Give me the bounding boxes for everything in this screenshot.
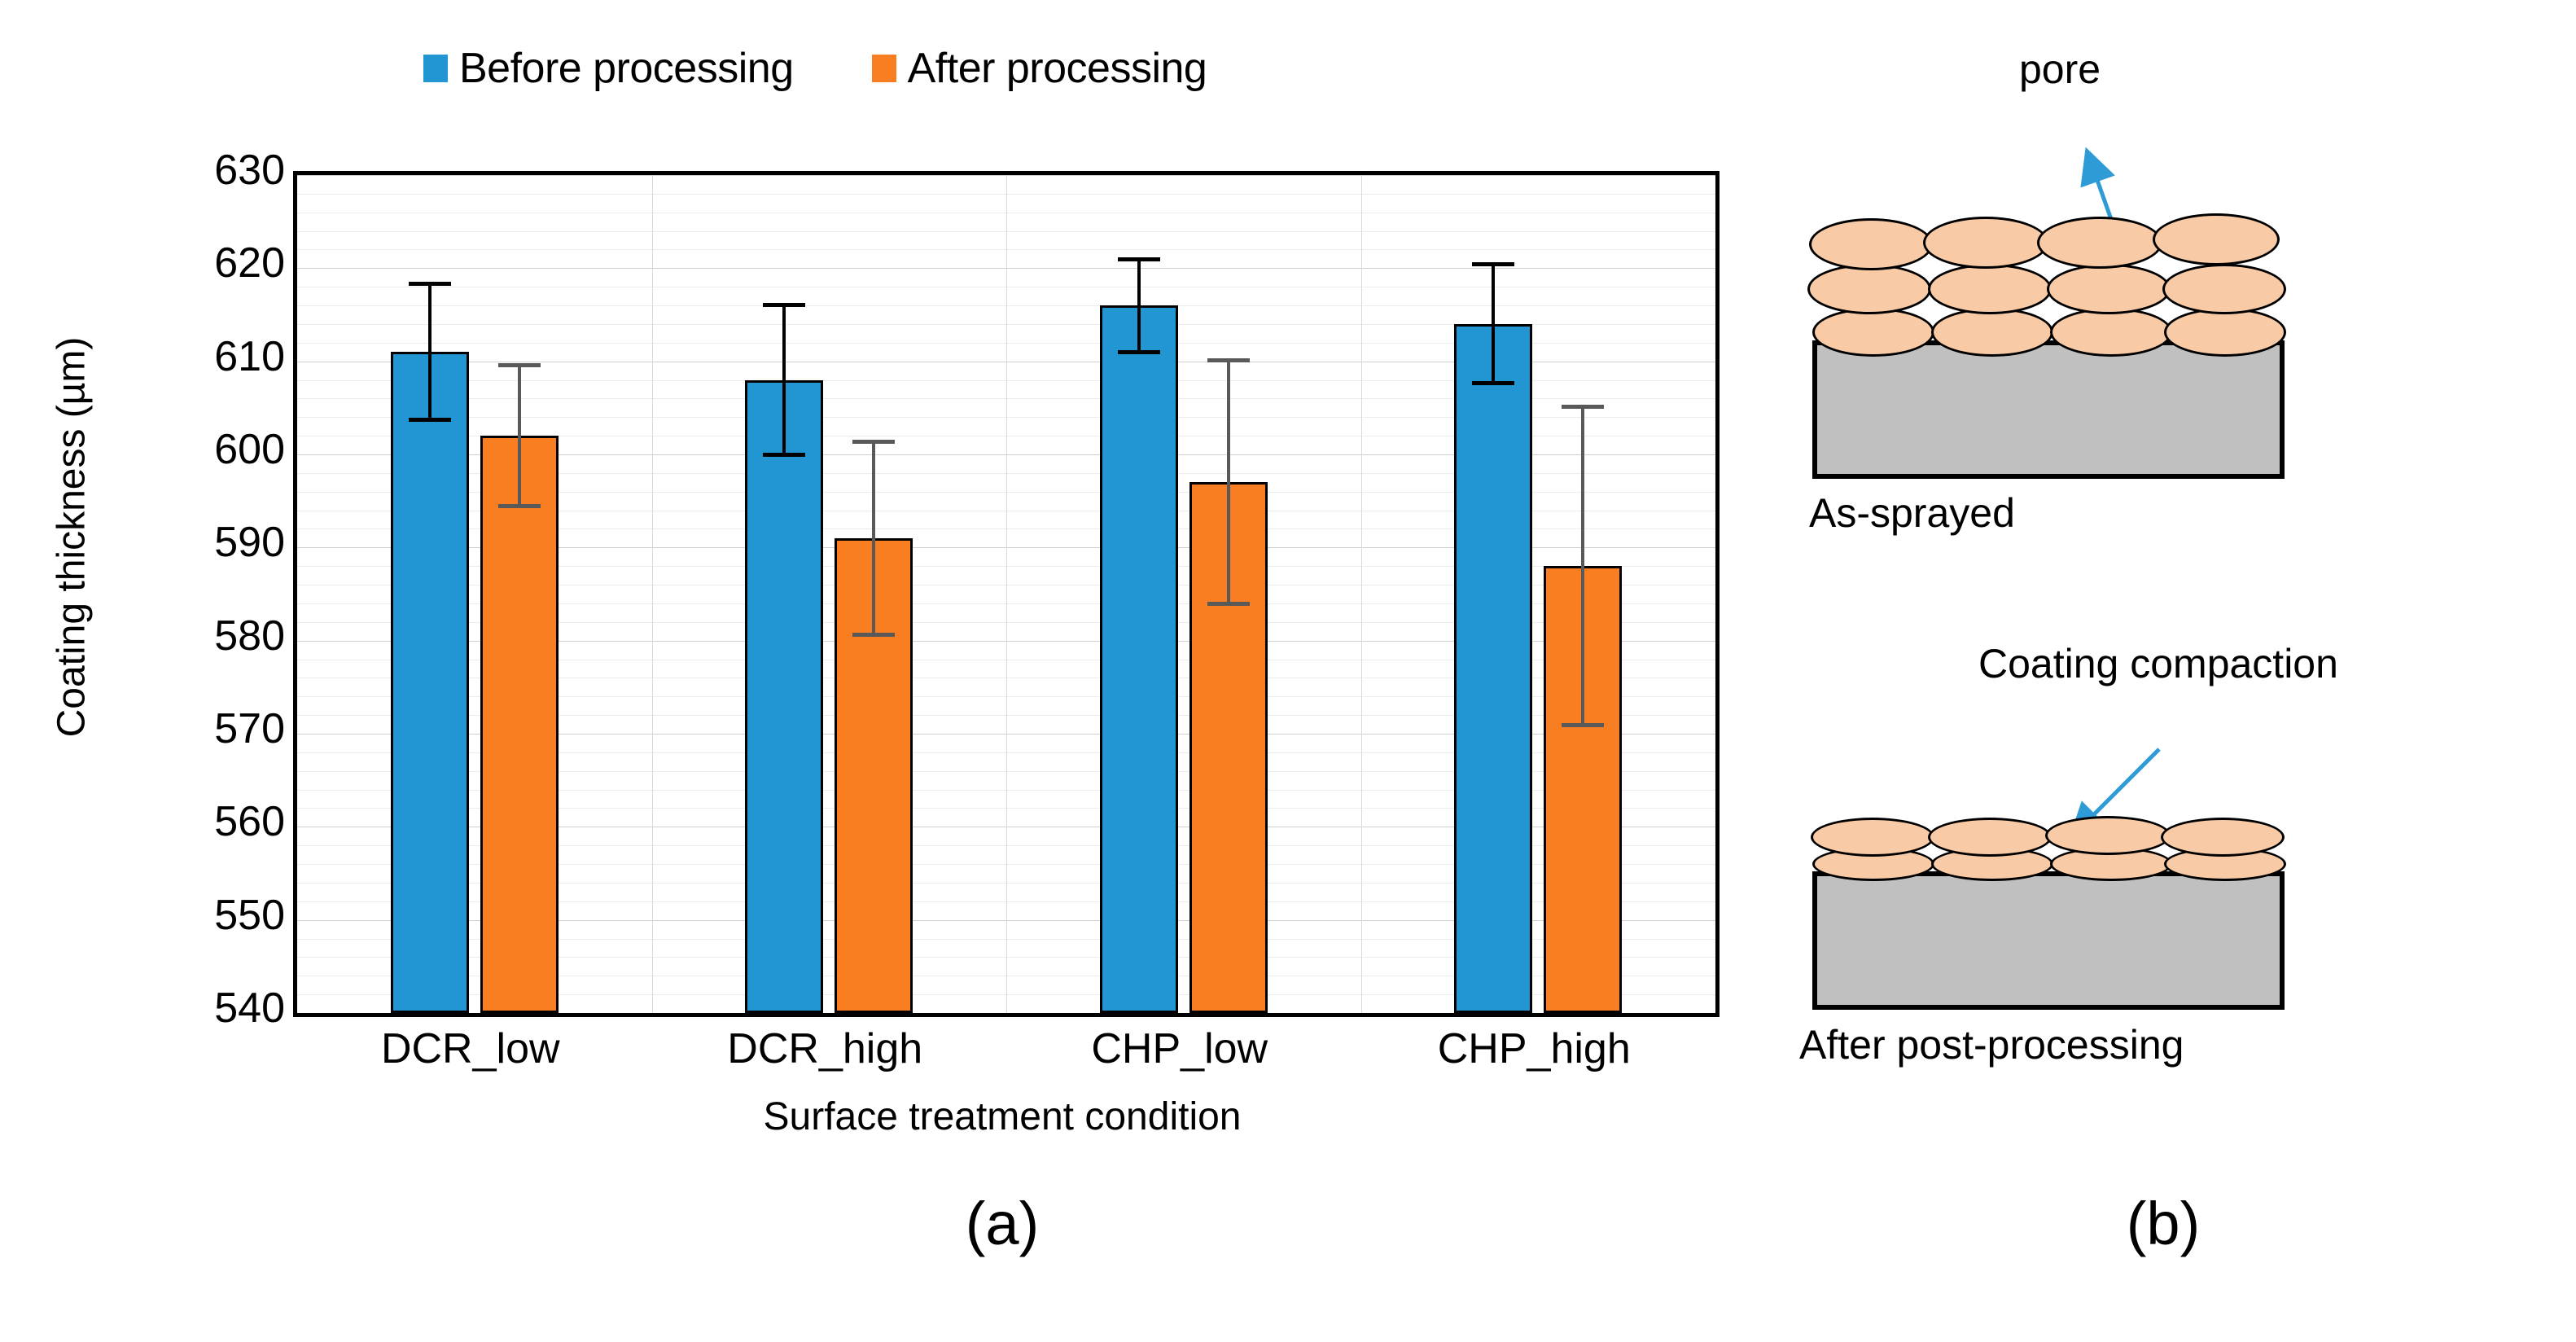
error-bar-stem <box>1226 358 1230 607</box>
splat <box>1811 818 1934 857</box>
splat <box>2153 213 2280 265</box>
splat <box>2162 264 2286 314</box>
error-bar-cap-top <box>763 302 806 307</box>
bar-CHP_high-before[interactable] <box>1454 323 1533 1013</box>
splat <box>1928 264 2052 314</box>
y-tick-label: 610 <box>214 332 285 380</box>
diagram-panel-b: pore As-sprayed Coating compaction <box>1750 0 2576 1342</box>
chart-panel-a: Before processing After processing Coati… <box>50 0 1720 1342</box>
splat <box>2037 217 2162 269</box>
bar-DCR_low-after[interactable] <box>480 436 559 1013</box>
gridline-vertical <box>1360 175 1362 1013</box>
as-sprayed-caption: As-sprayed <box>1809 490 2015 536</box>
y-tick-label: 580 <box>214 612 285 660</box>
bar-DCR_high-before[interactable] <box>745 379 824 1013</box>
y-tick-label: 630 <box>214 147 285 194</box>
error-bar-cap-top <box>1207 358 1250 363</box>
error-bar-DCR_low-before <box>408 282 451 422</box>
error-bar-stem <box>427 282 432 422</box>
x-axis-title: Surface treatment condition <box>763 1095 1242 1138</box>
legend-swatch-before <box>423 55 448 82</box>
legend-label-after: After processing <box>907 45 1207 92</box>
error-bar-CHP_low-after <box>1207 358 1250 607</box>
error-bar-cap-top <box>497 362 541 367</box>
error-bar-DCR_low-after <box>497 362 541 509</box>
splat <box>2047 264 2171 314</box>
error-bar-cap-top <box>852 439 896 444</box>
error-bar-stem <box>1137 257 1141 354</box>
error-bar-cap-bottom <box>1207 602 1250 607</box>
y-tick-label: 550 <box>214 891 285 939</box>
y-axis-tick-labels: 540 550 560 570 580 590 600 610 620 630 <box>130 0 285 1342</box>
post-processed-caption: After post-processing <box>1799 1022 2184 1068</box>
as-sprayed-diagram: pore As-sprayed <box>1750 0 2576 537</box>
y-tick-label: 560 <box>214 798 285 846</box>
post-processed-diagram: Coating compaction After post-processing <box>1750 603 2576 1107</box>
substrate-block-as-sprayed <box>1812 340 2285 479</box>
y-tick-label: 590 <box>214 519 285 567</box>
error-bar-DCR_high-after <box>852 439 896 638</box>
splat <box>1931 308 2053 357</box>
error-bar-cap-bottom <box>763 453 806 458</box>
splat <box>2045 816 2171 855</box>
error-bar-CHP_high-before <box>1472 262 1515 386</box>
gridline-vertical <box>651 175 653 1013</box>
error-bar-stem <box>872 439 876 638</box>
compaction-annotation-label: Coating compaction <box>1978 641 2338 686</box>
error-bar-stem <box>782 302 786 458</box>
error-bar-stem <box>1581 405 1585 727</box>
error-bar-DCR_high-before <box>763 302 806 458</box>
error-bar-cap-bottom <box>497 504 541 509</box>
splat <box>1812 308 1934 357</box>
error-bar-cap-bottom <box>1472 381 1515 386</box>
chart-legend: Before processing After processing <box>423 47 1207 90</box>
splat <box>1807 264 1931 314</box>
error-bar-CHP_low-before <box>1117 257 1160 354</box>
x-tick-label-CHP_high: CHP_high <box>1437 1025 1631 1072</box>
legend-item-after: After processing <box>871 45 1207 92</box>
splat <box>1923 217 2048 269</box>
bar-DCR_low-before[interactable] <box>390 352 469 1013</box>
error-bar-cap-bottom <box>1562 722 1605 727</box>
error-bar-cap-top <box>1562 405 1605 410</box>
legend-label-before: Before processing <box>459 45 794 92</box>
error-bar-cap-bottom <box>852 633 896 638</box>
splat <box>2161 818 2285 857</box>
error-bar-cap-top <box>1117 257 1160 261</box>
pore-annotation-label: pore <box>2019 46 2101 92</box>
y-tick-label: 540 <box>214 985 285 1032</box>
y-tick-label: 600 <box>214 426 285 473</box>
x-tick-label-DCR_high: DCR_high <box>727 1025 923 1072</box>
splat <box>1809 218 1933 270</box>
error-bar-CHP_high-after <box>1562 405 1605 727</box>
panel-label-b: (b) <box>2126 1190 2201 1257</box>
substrate-block-post-processed <box>1812 871 2285 1010</box>
y-tick-label: 620 <box>214 239 285 287</box>
panel-label-a: (a) <box>965 1190 1040 1257</box>
error-bar-cap-top <box>1472 262 1515 267</box>
plot-area <box>293 171 1720 1017</box>
x-tick-label-DCR_low: DCR_low <box>380 1025 560 1072</box>
gridline-vertical <box>1006 175 1007 1013</box>
legend-swatch-after <box>871 55 896 82</box>
plot-inner <box>297 175 1715 1013</box>
splat <box>2164 308 2286 357</box>
legend-item-before: Before processing <box>423 47 794 90</box>
y-tick-label: 570 <box>214 705 285 752</box>
error-bar-stem <box>517 362 521 509</box>
error-bar-cap-top <box>408 282 451 287</box>
splat <box>2050 308 2172 357</box>
bar-CHP_low-before[interactable] <box>1099 305 1178 1013</box>
y-axis-title: Coating thickness (µm) <box>50 336 94 738</box>
x-tick-label-CHP_low: CHP_low <box>1091 1025 1268 1072</box>
error-bar-stem <box>1492 262 1496 386</box>
error-bar-cap-bottom <box>408 417 451 422</box>
error-bar-cap-bottom <box>1117 349 1160 354</box>
splat <box>1928 818 2052 857</box>
